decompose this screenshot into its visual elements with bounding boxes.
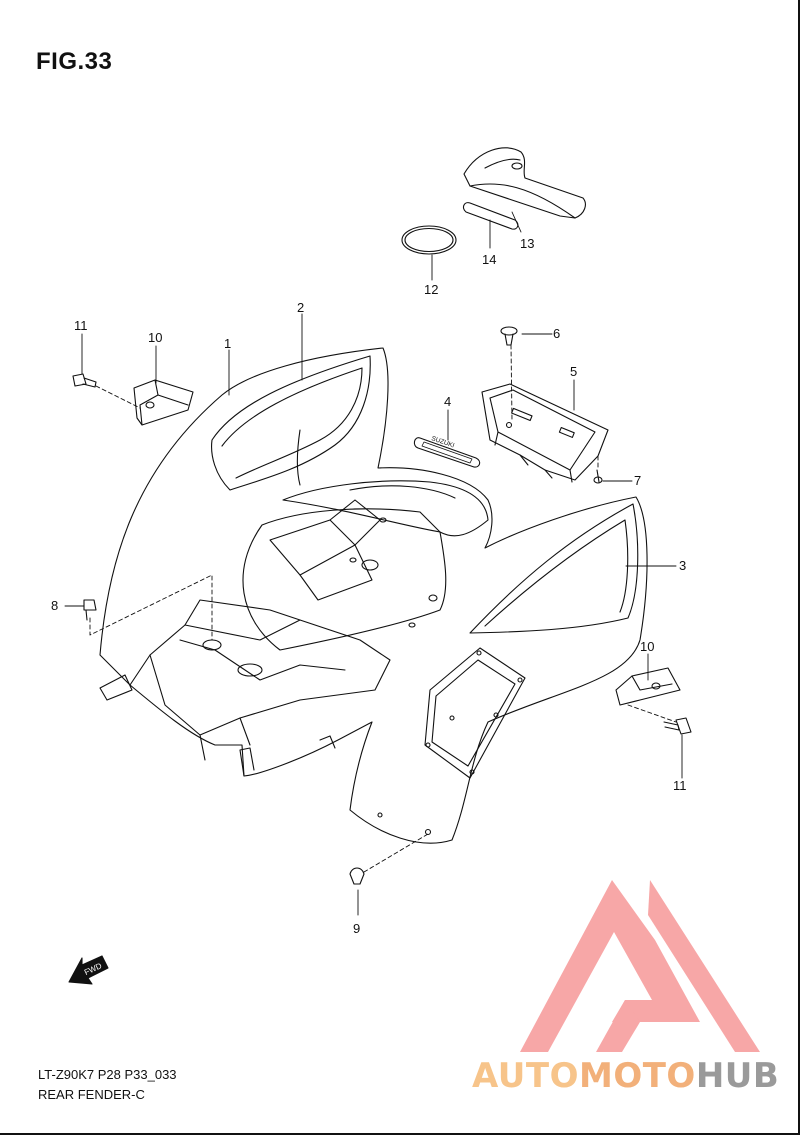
watermark-part-auto: AUTO: [472, 1056, 579, 1096]
part-8-bolt: [83, 599, 97, 621]
part-10-bracket-right: [615, 667, 681, 706]
part-5-storage-tray: [481, 383, 609, 483]
callout-labels: 1 2 3 4 5 6 7 8 9 10 10 11 11 12 13 14 S…: [51, 236, 687, 936]
callout-2: 2: [297, 300, 304, 315]
part-6-clip: [500, 326, 518, 346]
part-7-screw: [593, 469, 603, 484]
leader-lines: [64, 211, 683, 916]
callout-12: 12: [424, 282, 438, 297]
callout-9: 9: [353, 921, 360, 936]
watermark-logo-icon: [520, 880, 760, 1052]
part-9-clip: [349, 867, 365, 885]
figure-title: FIG.33: [36, 48, 113, 75]
part-11-bolt-right: [663, 717, 692, 735]
callout-1: 1: [224, 336, 231, 351]
callout-13: 13: [520, 236, 534, 251]
callout-4: 4: [444, 394, 451, 409]
callout-10a: 10: [148, 330, 162, 345]
section-name: REAR FENDER-C: [38, 1087, 145, 1102]
part-14-tool-pin: [462, 202, 519, 230]
part-4-emblem: [413, 437, 481, 468]
callout-10b: 10: [640, 639, 654, 654]
callout-11a: 11: [74, 318, 88, 333]
callout-3: 3: [679, 558, 686, 573]
watermark-text: AUTOMOTOHUB: [472, 1056, 779, 1096]
part-11-bolt-left: [72, 373, 97, 388]
part-12-band: [401, 225, 457, 255]
emblem-text: SUZUKI: [430, 435, 455, 449]
callout-14: 14: [482, 252, 496, 267]
watermark-part-moto: MOTO: [578, 1056, 696, 1096]
callout-7: 7: [634, 473, 641, 488]
watermark-part-hub: HUB: [695, 1056, 780, 1096]
callout-8: 8: [51, 598, 58, 613]
part-1-rear-fender: [99, 347, 648, 844]
part-13-tool-bag: [463, 147, 586, 219]
callout-6: 6: [553, 326, 560, 341]
part-10-bracket-left: [133, 379, 194, 426]
callout-11b: 11: [673, 778, 687, 793]
fwd-arrow-icon: FWD: [68, 955, 109, 985]
model-code: LT-Z90K7 P28 P33_033: [38, 1067, 177, 1082]
callout-5: 5: [570, 364, 577, 379]
